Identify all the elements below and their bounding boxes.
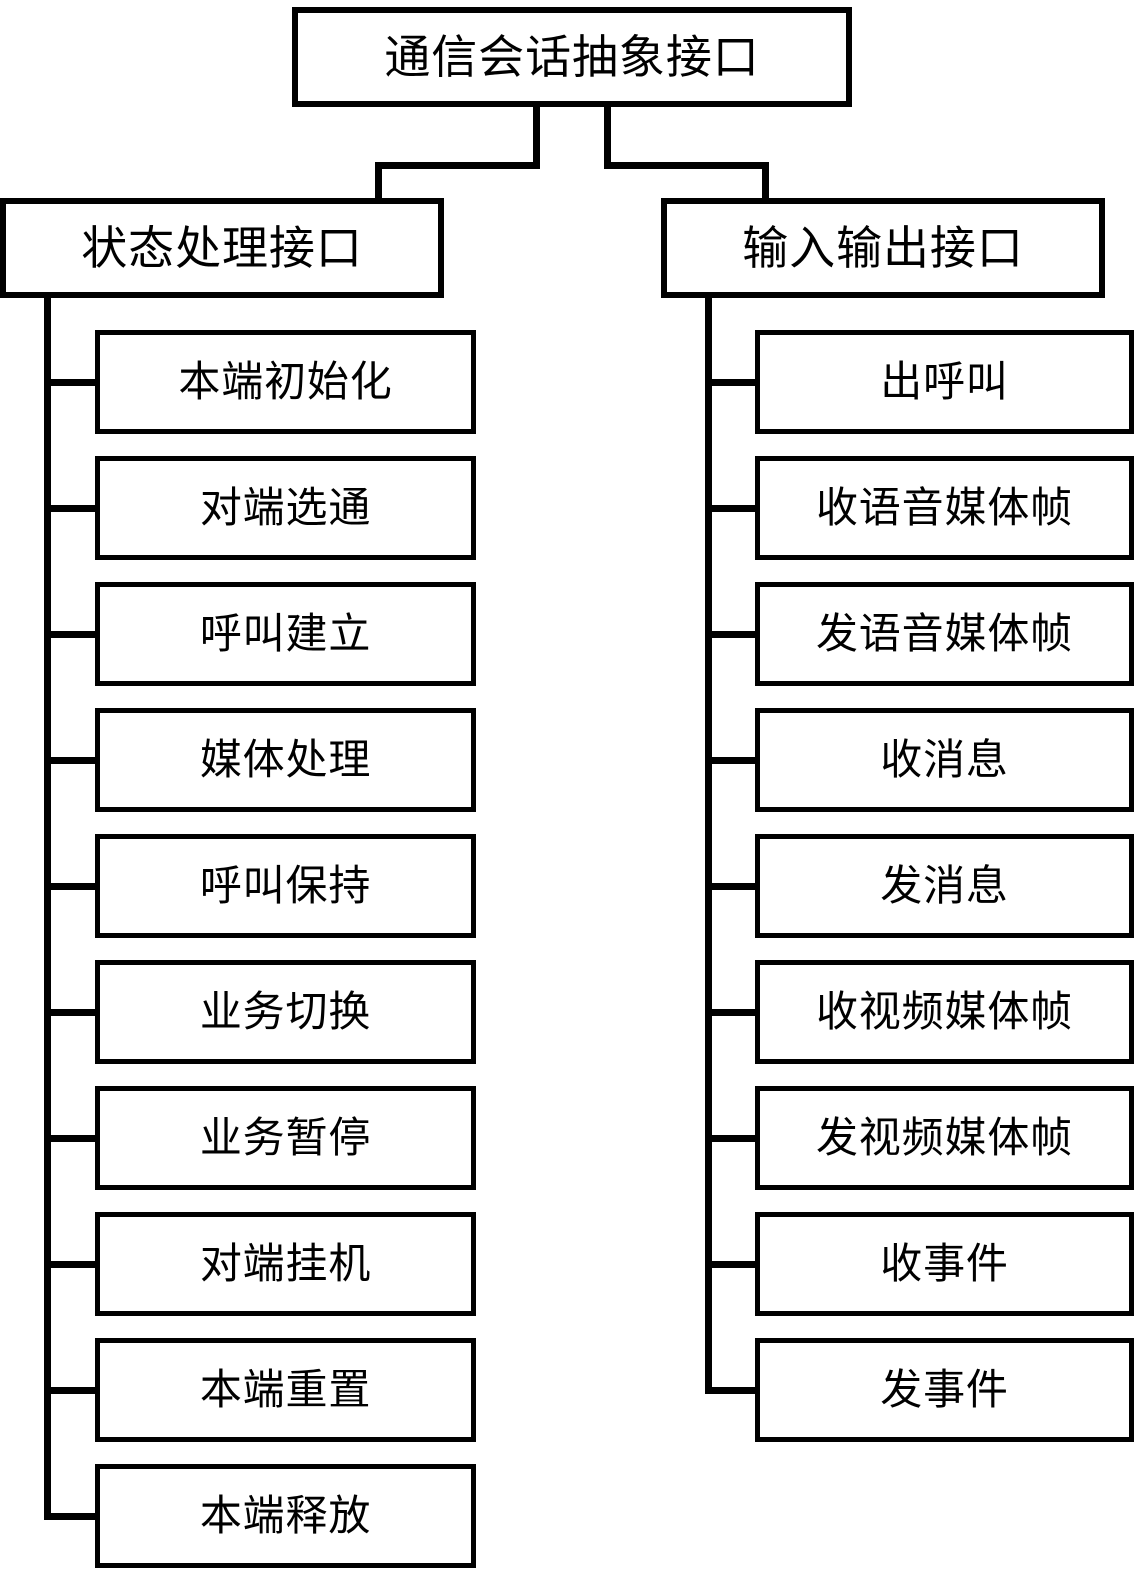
leaf-node-label: 收视频媒体帧 — [815, 987, 1074, 1036]
connector-state-handling-child-5 — [44, 883, 103, 890]
root-node-label: 通信会话抽象接口 — [384, 30, 760, 84]
branch-node-input-output-label: 输入输出接口 — [742, 221, 1024, 275]
leaf-node-label: 本端初始化 — [178, 357, 393, 406]
leaf-node-label: 呼叫保持 — [199, 861, 372, 910]
leaf-node-state-handling-1[interactable]: 本端初始化 — [95, 330, 476, 434]
leaf-node-label: 发视频媒体帧 — [815, 1113, 1074, 1162]
leaf-node-state-handling-8[interactable]: 对端挂机 — [95, 1212, 476, 1316]
leaf-node-label: 呼叫建立 — [199, 609, 372, 658]
leaf-node-input-output-7[interactable]: 发视频媒体帧 — [755, 1086, 1134, 1190]
connector-input-output-child-8 — [705, 1261, 763, 1268]
leaf-node-input-output-2[interactable]: 收语音媒体帧 — [755, 456, 1134, 560]
connector-root-to-state-handling-stem — [375, 162, 382, 202]
leaf-node-label: 媒体处理 — [199, 735, 372, 784]
connector-input-output-child-6 — [705, 1009, 763, 1016]
leaf-node-label: 对端选通 — [199, 483, 372, 532]
leaf-node-label: 出呼叫 — [880, 357, 1009, 406]
connector-input-output-child-5 — [705, 883, 763, 890]
leaf-node-input-output-4[interactable]: 收消息 — [755, 708, 1134, 812]
connector-input-output-child-9 — [705, 1387, 763, 1394]
connector-input-output-child-1 — [705, 379, 763, 386]
connector-state-handling-child-1 — [44, 379, 103, 386]
leaf-node-label: 收语音媒体帧 — [815, 483, 1074, 532]
connector-input-output-child-2 — [705, 505, 763, 512]
leaf-node-label: 收事件 — [880, 1239, 1009, 1288]
leaf-node-label: 业务切换 — [199, 987, 372, 1036]
connector-root-to-input-output-drop — [604, 107, 611, 169]
connector-state-handling-child-4 — [44, 757, 103, 764]
leaf-node-label: 收消息 — [880, 735, 1009, 784]
branch-node-state-handling[interactable]: 状态处理接口 — [0, 198, 444, 298]
connector-root-to-input-output-run — [604, 162, 769, 169]
leaf-node-label: 发消息 — [880, 861, 1009, 910]
leaf-node-label: 发语音媒体帧 — [815, 609, 1074, 658]
leaf-node-state-handling-4[interactable]: 媒体处理 — [95, 708, 476, 812]
connector-root-to-state-handling-run — [375, 162, 540, 169]
leaf-node-input-output-3[interactable]: 发语音媒体帧 — [755, 582, 1134, 686]
leaf-node-input-output-8[interactable]: 收事件 — [755, 1212, 1134, 1316]
leaf-node-label: 业务暂停 — [199, 1113, 372, 1162]
connector-state-handling-child-2 — [44, 505, 103, 512]
leaf-node-input-output-1[interactable]: 出呼叫 — [755, 330, 1134, 434]
leaf-node-input-output-6[interactable]: 收视频媒体帧 — [755, 960, 1134, 1064]
leaf-node-state-handling-2[interactable]: 对端选通 — [95, 456, 476, 560]
leaf-node-state-handling-10[interactable]: 本端释放 — [95, 1464, 476, 1568]
leaf-node-state-handling-3[interactable]: 呼叫建立 — [95, 582, 476, 686]
leaf-node-state-handling-9[interactable]: 本端重置 — [95, 1338, 476, 1442]
connector-input-output-child-4 — [705, 757, 763, 764]
leaf-node-state-handling-7[interactable]: 业务暂停 — [95, 1086, 476, 1190]
connector-state-handling-child-3 — [44, 631, 103, 638]
leaf-node-label: 对端挂机 — [199, 1239, 372, 1288]
leaf-node-label: 本端释放 — [199, 1491, 372, 1540]
connector-input-output-child-7 — [705, 1135, 763, 1142]
connector-root-to-input-output-stem — [762, 162, 769, 202]
spine-state-handling — [44, 298, 51, 1520]
connector-state-handling-child-6 — [44, 1009, 103, 1016]
leaf-node-input-output-5[interactable]: 发消息 — [755, 834, 1134, 938]
connector-root-to-state-handling-drop — [533, 107, 540, 169]
leaf-node-label: 发事件 — [880, 1365, 1009, 1414]
root-node[interactable]: 通信会话抽象接口 — [292, 7, 852, 107]
connector-state-handling-child-10 — [44, 1513, 103, 1520]
connector-state-handling-child-8 — [44, 1261, 103, 1268]
leaf-node-state-handling-5[interactable]: 呼叫保持 — [95, 834, 476, 938]
connector-state-handling-child-7 — [44, 1135, 103, 1142]
connector-input-output-child-3 — [705, 631, 763, 638]
branch-node-state-handling-label: 状态处理接口 — [81, 221, 363, 275]
leaf-node-state-handling-6[interactable]: 业务切换 — [95, 960, 476, 1064]
branch-node-input-output[interactable]: 输入输出接口 — [661, 198, 1105, 298]
leaf-node-label: 本端重置 — [199, 1365, 372, 1414]
connector-state-handling-child-9 — [44, 1387, 103, 1394]
leaf-node-input-output-9[interactable]: 发事件 — [755, 1338, 1134, 1442]
spine-input-output — [705, 298, 712, 1394]
